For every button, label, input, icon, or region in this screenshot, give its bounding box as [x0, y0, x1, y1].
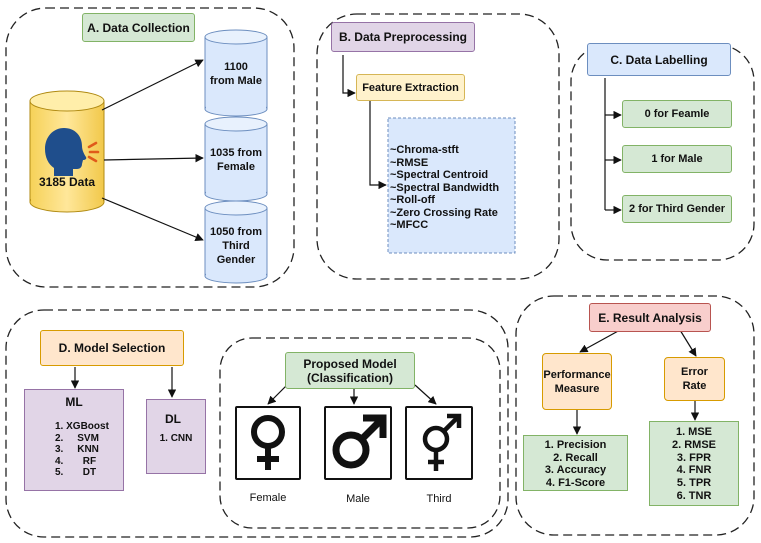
ml-item: 3. KNN [55, 444, 99, 455]
male-data-cylinder [204, 29, 268, 117]
arrow-to-third [101, 197, 204, 241]
proposed-model-container [219, 337, 501, 529]
error-item: 1. MSE [675, 426, 713, 438]
section-e-title: E. Result Analysis [589, 303, 711, 332]
label-male-box: 1 for Male [622, 145, 732, 173]
male-symbol-icon [324, 406, 392, 480]
transgender-symbol-icon [405, 406, 473, 480]
third-gender-data-cylinder [204, 200, 268, 284]
female-count-label: 1035 from Female [210, 147, 262, 173]
section-a-title: A. Data Collection [82, 13, 195, 42]
arrow-to-third-icon [414, 384, 437, 405]
performance-item: 1. Precision [544, 439, 607, 451]
label-third-box: 2 for Third Gender [622, 195, 732, 223]
male-label: Male [346, 493, 370, 505]
arrow-to-performance [579, 329, 621, 353]
error-list: 1. MSE 2. RMSE 3. FPR 4. FNR 5. TPR 6. T… [649, 421, 739, 506]
section-c-container [570, 44, 755, 261]
performance-item: 3. Accuracy [544, 464, 607, 476]
ml-item: 1. XGBoost [55, 421, 109, 432]
ml-title: ML [65, 395, 83, 409]
section-b-container [316, 13, 560, 280]
arrow-to-error [679, 329, 697, 357]
dl-item: 1. CNN [159, 433, 193, 444]
feature-item: ~MFCC [390, 219, 429, 231]
section-d-title: D. Model Selection [40, 330, 184, 366]
feature-item: ~Roll-off [390, 194, 435, 206]
label-female-box: 0 for Feamle [622, 100, 732, 128]
female-data-cylinder [204, 116, 268, 202]
arrow-to-male [101, 59, 204, 111]
data-source-label: 3185 Data [38, 175, 96, 189]
speaking-head-icon [45, 128, 100, 176]
section-a-container [5, 7, 295, 288]
error-item: 4. FNR [676, 464, 712, 477]
female-label: Female [249, 492, 287, 504]
connector-feature-to-list [369, 100, 387, 190]
section-e-container [515, 295, 755, 536]
connector-b-to-feature [342, 55, 356, 98]
error-item: 6. TNR [676, 489, 712, 502]
third-count-label: 1050 from Third Gender [210, 226, 262, 266]
ml-list: 1. XGBoost 2. SVM 3. KNN 4. RF 5. DT [25, 421, 123, 479]
feature-item: ~Zero Crossing Rate [390, 206, 498, 219]
error-item: 2. RMSE [671, 438, 716, 451]
error-rate-box: Error Rate [664, 357, 725, 401]
error-item: 5. TPR [676, 477, 712, 490]
male-count-label: 1100 from Male [210, 61, 262, 87]
feature-list-box [387, 117, 516, 254]
feature-item: ~Spectral Bandwidth [390, 181, 500, 194]
section-c-title: C. Data Labelling [587, 43, 731, 76]
dl-title: DL [165, 412, 181, 426]
performance-item: 4. F1-Score [545, 476, 606, 489]
feature-item: ~Chroma-stft [390, 144, 459, 156]
ml-item: 5. DT [55, 467, 97, 478]
female-symbol-icon [235, 406, 301, 480]
ml-item: 2. SVM [55, 432, 99, 444]
error-item: 3. FPR [676, 451, 712, 464]
section-b-title: B. Data Preprocessing [331, 22, 475, 52]
performance-item: 2. Recall [553, 451, 598, 464]
proposed-model-box: Proposed Model (Classification) [285, 352, 415, 389]
arrow-to-female [103, 153, 204, 163]
feature-item: ~Spectral Centroid [390, 169, 489, 181]
feature-list: ~Chroma-stft ~RMSE ~Spectral Centroid ~S… [390, 144, 515, 232]
performance-list: 1. Precision 2. Recall 3. Accuracy 4. F1… [523, 435, 628, 491]
feature-extraction-box: Feature Extraction [356, 74, 465, 101]
third-label: Third [426, 493, 452, 505]
feature-item: ~RMSE [390, 156, 429, 169]
ml-box: ML 1. XGBoost 2. SVM 3. KNN 4. RF 5. DT [24, 389, 124, 491]
data-source-cylinder [29, 90, 105, 213]
arrow-to-female-icon [267, 384, 288, 405]
dl-box: DL 1. CNN [146, 399, 206, 474]
performance-measure-box: Performance Measure [542, 353, 612, 410]
ml-item: 4. RF [55, 455, 97, 467]
section-d-container [5, 309, 509, 538]
